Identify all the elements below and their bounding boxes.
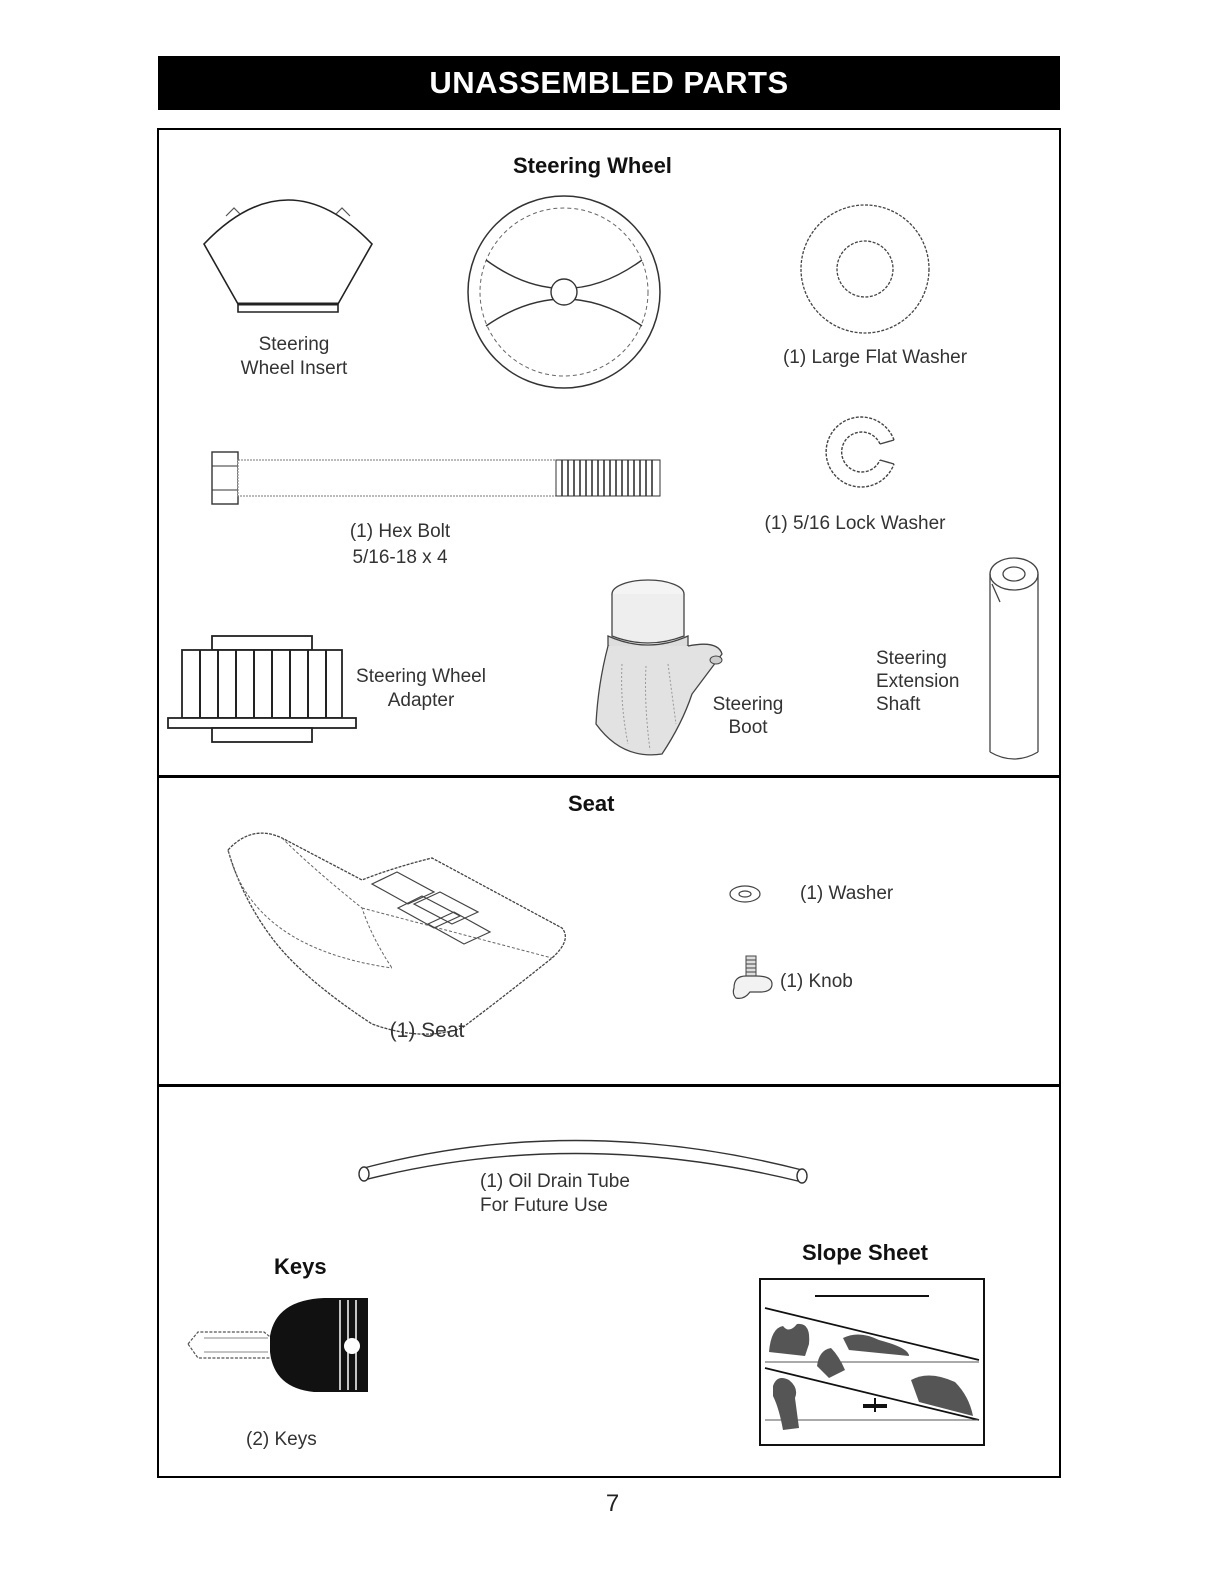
hex-bolt-label-2: 5/16-18 x 4	[330, 546, 470, 570]
washer-label: (1) Washer	[800, 882, 893, 906]
knob-icon	[730, 952, 776, 1002]
oil-drain-tube-label-2: For Future Use	[480, 1194, 608, 1218]
hex-bolt-label-1: (1) Hex Bolt	[330, 520, 470, 544]
steering-boot-label-2: Boot	[698, 716, 798, 740]
seat-label: (1) Seat	[372, 1019, 482, 1043]
steering-wheel-header: Steering Wheel	[513, 153, 672, 179]
steering-extension-shaft-icon	[986, 554, 1042, 770]
seat-header: Seat	[568, 791, 614, 817]
page-title-banner: UNASSEMBLED PARTS	[158, 56, 1060, 110]
slope-sheet-header: Slope Sheet	[802, 1240, 928, 1266]
lock-washer-label: (1) 5/16 Lock Washer	[750, 512, 960, 536]
steering-wheel-icon	[464, 192, 664, 392]
steering-wheel-adapter-icon	[166, 634, 360, 746]
large-flat-washer-label: (1) Large Flat Washer	[760, 346, 990, 370]
keys-label: (2) Keys	[246, 1428, 317, 1452]
steering-boot-label-1: Steering	[698, 693, 798, 717]
steering-extension-shaft-label-2: Extension	[876, 670, 959, 694]
page-number: 7	[0, 1490, 1225, 1518]
hex-bolt-icon	[210, 448, 668, 508]
steering-wheel-adapter-label-2: Adapter	[346, 689, 496, 713]
large-flat-washer-icon	[798, 202, 932, 336]
steering-wheel-adapter-label-1: Steering Wheel	[346, 665, 496, 689]
section-divider-steering-seat	[157, 775, 1061, 778]
steering-wheel-insert-label-2: Wheel Insert	[224, 357, 364, 381]
seat-icon	[222, 828, 582, 1042]
steering-extension-shaft-label-3: Shaft	[876, 693, 920, 717]
knob-label: (1) Knob	[780, 970, 853, 994]
lock-washer-icon	[820, 410, 904, 494]
section-divider-seat-misc	[157, 1084, 1061, 1087]
steering-wheel-insert-label-1: Steering	[224, 333, 364, 357]
steering-extension-shaft-label-1: Steering	[876, 647, 947, 671]
oil-drain-tube-label-1: (1) Oil Drain Tube	[480, 1170, 630, 1194]
washer-icon	[728, 882, 762, 906]
slope-sheet-icon	[759, 1278, 987, 1448]
key-icon	[184, 1296, 374, 1396]
steering-wheel-insert-icon	[198, 186, 378, 326]
keys-header: Keys	[274, 1254, 327, 1280]
